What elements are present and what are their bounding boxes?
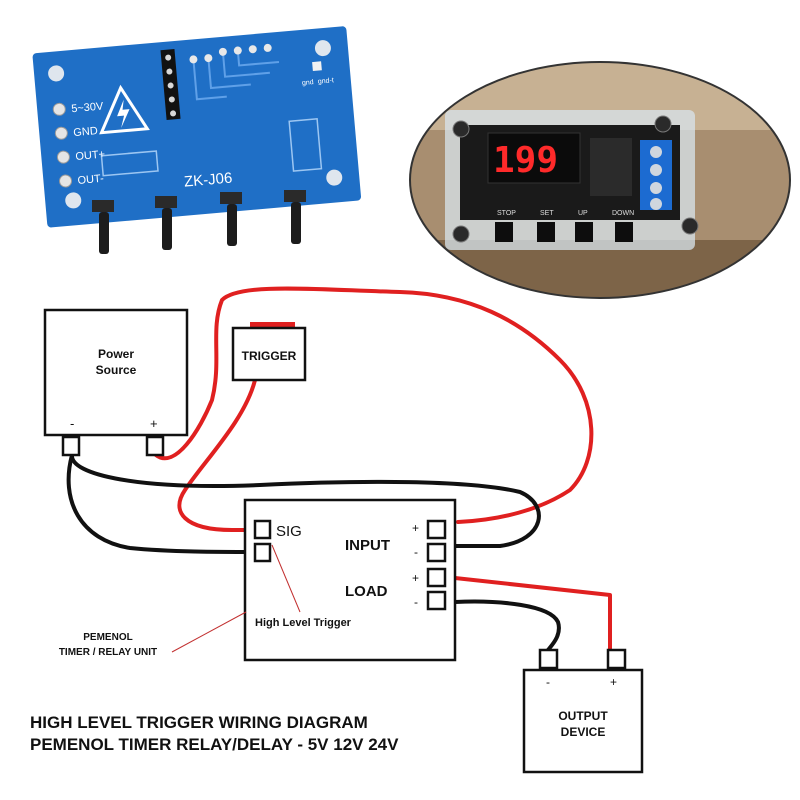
- load-label: LOAD: [345, 583, 388, 600]
- power-plus-terminal: [145, 435, 165, 457]
- board-gndt-label: gnd-t: [318, 77, 335, 85]
- unit-pointer: [171, 611, 247, 653]
- red-wire-trigger-to-sig: [177, 378, 260, 532]
- relay-unit: SIG INPUT + - LOAD + - High Level Trigge…: [243, 498, 457, 662]
- black-wires: [66, 453, 561, 652]
- enclosure-photo: 199 STOP SET UP DOWN: [409, 61, 791, 299]
- output-minus-label: -: [546, 675, 550, 689]
- black-wire-power-to-sig: [66, 453, 260, 554]
- sig-label: SIG: [276, 523, 302, 540]
- trigger-box: TRIGGER: [231, 326, 307, 382]
- unit-label: PEMENOL TIMER / RELAY UNIT: [59, 611, 247, 658]
- power-source-title: Source: [96, 363, 137, 377]
- input-plus-terminal: [426, 519, 447, 540]
- output-plus-terminal: [606, 648, 627, 670]
- output-device-title: DEVICE: [561, 725, 606, 739]
- annotation-pointer: [271, 544, 301, 613]
- board-pin-label: 5~30V: [71, 100, 105, 115]
- enclosure-button-label: STOP: [497, 210, 516, 217]
- power-source-title: Power: [98, 347, 134, 361]
- output-device-title: OUTPUT: [558, 709, 608, 723]
- enclosure-button-label: SET: [540, 210, 554, 217]
- input-plus-label: +: [412, 521, 419, 535]
- board-gnd-label: gnd: [302, 79, 314, 87]
- output-plus-label: +: [610, 675, 617, 689]
- load-minus-label: -: [414, 595, 418, 609]
- board-photo: 5~30V GND OUT+ OUT- ZK-J06 gnd gnd-t: [0, 0, 395, 290]
- hazard-icon: [99, 84, 150, 135]
- high-level-trigger-note: High Level Trigger: [255, 617, 352, 629]
- red-wire-power-to-input: [154, 286, 594, 524]
- load-minus-terminal: [426, 590, 447, 611]
- sig-minus-terminal: [253, 542, 272, 563]
- output-device: - + OUTPUT DEVICE: [522, 648, 644, 774]
- load-plus-label: +: [412, 571, 419, 585]
- caption-line1: HIGH LEVEL TRIGGER WIRING DIAGRAM: [30, 713, 368, 732]
- board-buttons: [92, 190, 306, 254]
- power-source: Power Source - +: [43, 308, 189, 457]
- sig-plus-terminal: [253, 519, 272, 540]
- load-plus-terminal: [426, 567, 447, 588]
- power-plus-label: +: [150, 416, 158, 431]
- enclosure-button-label: DOWN: [612, 210, 634, 217]
- power-minus-label: -: [70, 416, 74, 431]
- trigger-label: TRIGGER: [242, 349, 297, 363]
- board-pin-label: GND: [73, 125, 98, 139]
- red-wire-load-to-output: [453, 576, 612, 652]
- trigger-cap: [250, 322, 295, 330]
- output-minus-terminal: [538, 648, 559, 670]
- unit-label-line1: PEMENOL: [83, 632, 132, 643]
- input-minus-label: -: [414, 545, 418, 559]
- caption-line2: PEMENOL TIMER RELAY/DELAY - 5V 12V 24V: [30, 735, 399, 754]
- red-wires: [154, 286, 612, 652]
- board-pin-label: OUT-: [77, 173, 105, 187]
- diagram-caption: HIGH LEVEL TRIGGER WIRING DIAGRAM PEMENO…: [30, 713, 399, 754]
- input-minus-terminal: [426, 542, 447, 563]
- board-pin-label: OUT+: [75, 149, 106, 164]
- power-minus-terminal: [61, 435, 81, 457]
- blue-board: [32, 26, 362, 228]
- black-wire-load-to-output: [453, 599, 561, 652]
- unit-label-line2: TIMER / RELAY UNIT: [59, 647, 157, 658]
- black-wire-power-to-input: [70, 453, 541, 548]
- display-digits: 199: [493, 140, 558, 181]
- enclosure-button-label: UP: [578, 210, 588, 217]
- board-model-label: ZK-J06: [183, 170, 233, 191]
- input-label: INPUT: [345, 537, 390, 554]
